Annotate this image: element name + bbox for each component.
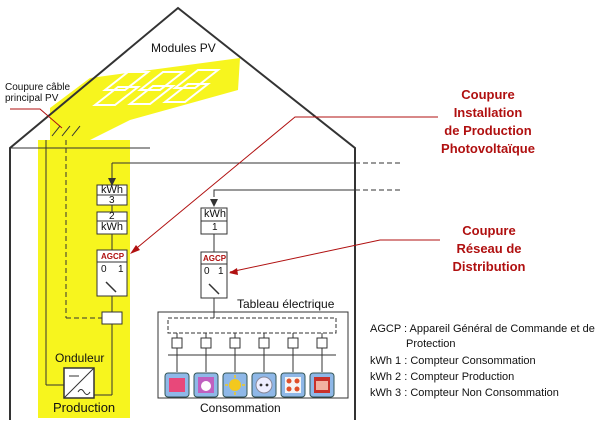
coupure-cable-label: Coupure câble principal PV [5, 82, 71, 104]
tableau-bus [167, 317, 337, 334]
kwh2-number: 2 [109, 211, 115, 222]
agcp-distribution-label: AGCP [203, 254, 227, 263]
cooktop-icon [280, 372, 306, 398]
modules-pv-label: Modules PV [151, 41, 216, 55]
onduleur-label: Onduleur [55, 351, 105, 365]
legend-agcp: AGCP : Appareil Général de Commande et d… [370, 323, 595, 335]
tableau-label: Tableau électrique [237, 297, 335, 311]
agcp-distribution [200, 251, 228, 299]
house-outline [9, 6, 356, 420]
kwh3-unit: kWh [101, 184, 123, 196]
coupure-reseau-arrow [229, 239, 440, 273]
coupure-installation-label: Coupure Installation de Production Photo… [441, 87, 535, 156]
washing-machine-icon [193, 372, 219, 398]
consommation-label: Consommation [200, 401, 281, 415]
production-junction-box [101, 311, 123, 325]
meter-kwh-2 [96, 211, 128, 235]
kwh2-unit: kWh [101, 221, 123, 233]
oven-icon [309, 372, 335, 398]
coupure-installation-arrow [131, 116, 438, 253]
agcp-production-label: AGCP [101, 252, 125, 261]
radiator-icon [164, 372, 190, 398]
kwh3-number: 3 [109, 195, 115, 206]
coupure-cable-pointer [10, 108, 63, 129]
kwh1-unit: kWh [204, 208, 226, 220]
socket-icon [251, 372, 277, 398]
legend-agcp-cont: Protection [406, 338, 456, 350]
agcp-distribution-1: 1 [218, 266, 224, 277]
dc-disconnect-symbol [51, 125, 81, 137]
coupure-reseau-label: Coupure Réseau de Distribution [452, 223, 526, 274]
production-label: Production [53, 400, 116, 415]
legend-kwh2: kWh 2 : Compteur Production [370, 371, 515, 383]
tableau-electrique-frame [157, 311, 349, 399]
breakers [168, 333, 336, 372]
sun-light-icon [222, 372, 248, 398]
agcp-production-0: 0 [101, 264, 107, 275]
legend-kwh1: kWh 1 : Compteur Consommation [370, 355, 536, 367]
agcp-production-1: 1 [118, 264, 124, 275]
kwh1-number: 1 [212, 222, 218, 233]
pv-modules [92, 69, 221, 106]
legend-kwh3: kWh 3 : Compteur Non Consommation [370, 387, 559, 399]
agcp-distribution-0: 0 [204, 266, 210, 277]
